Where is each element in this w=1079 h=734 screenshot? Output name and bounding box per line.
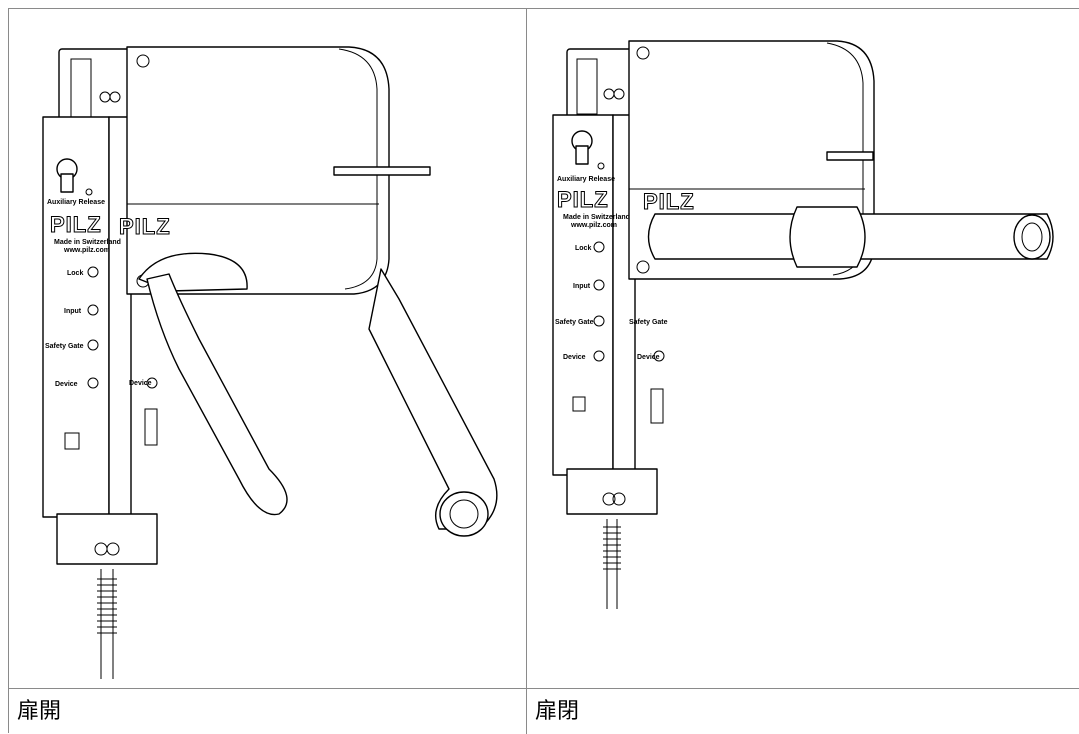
door-open-drawing: Auxiliary Release PILZ PILZ Made in Swit… [42,46,498,679]
input-led [87,304,99,316]
input-led-label-closed: Input [573,283,591,290]
brand-logo-left: PILZ [50,212,102,237]
caption-cell-closed: 扉閉 [527,689,1079,734]
device-led-label-plate: Device [129,380,152,387]
door-open-figure: Auxiliary Release PILZ PILZ Made in Swit… [9,9,527,689]
website-label-closed: www.pilz.com [570,222,617,229]
safety-gate-led-label-plate-closed: Safety Gate [629,319,668,326]
figure-table: Auxiliary Release PILZ PILZ Made in Swit… [8,8,1079,734]
brand-logo-plate: PILZ [119,214,171,239]
made-in-label: Made in Switzerland [54,239,121,246]
ground-symbol-icon [64,432,80,450]
website-label: www.pilz.com [63,247,110,254]
qr-code-icon [144,408,158,446]
lock-led-label-closed: Lock [575,245,591,252]
caption-cell-open: 扉開 [9,689,527,734]
safety-gate-led [87,339,99,351]
lock-led-label: Lock [67,270,83,277]
device-led-label-closed: Device [563,354,586,361]
device-led-label: Device [55,381,78,388]
device-led-label-plate-closed: Device [637,354,660,361]
input-led-label: Input [64,308,82,315]
made-in-label-closed: Made in Switzerland [563,214,630,221]
lock-led [87,266,99,278]
device-led [87,377,99,389]
aux-release-label-closed: Auxiliary Release [557,176,615,183]
brand-logo-plate-closed: PILZ [643,189,695,214]
caption-door-closed: 扉閉 [535,699,580,724]
safety-gate-led-label-closed: Safety Gate [555,319,594,326]
safety-gate-led-label: Safety Gate [45,343,84,350]
brand-logo-left-closed: PILZ [557,187,609,212]
aux-release-label: Auxiliary Release [47,199,105,206]
ground-symbol-icon-closed [572,396,586,412]
door-closed-figure: Auxiliary Release PILZ PILZ Made in Swit… [527,9,1079,689]
caption-door-open: 扉開 [17,699,62,724]
qr-code-icon-closed [650,388,664,424]
door-closed-drawing: Auxiliary Release PILZ PILZ Made in Swit… [552,40,1054,609]
